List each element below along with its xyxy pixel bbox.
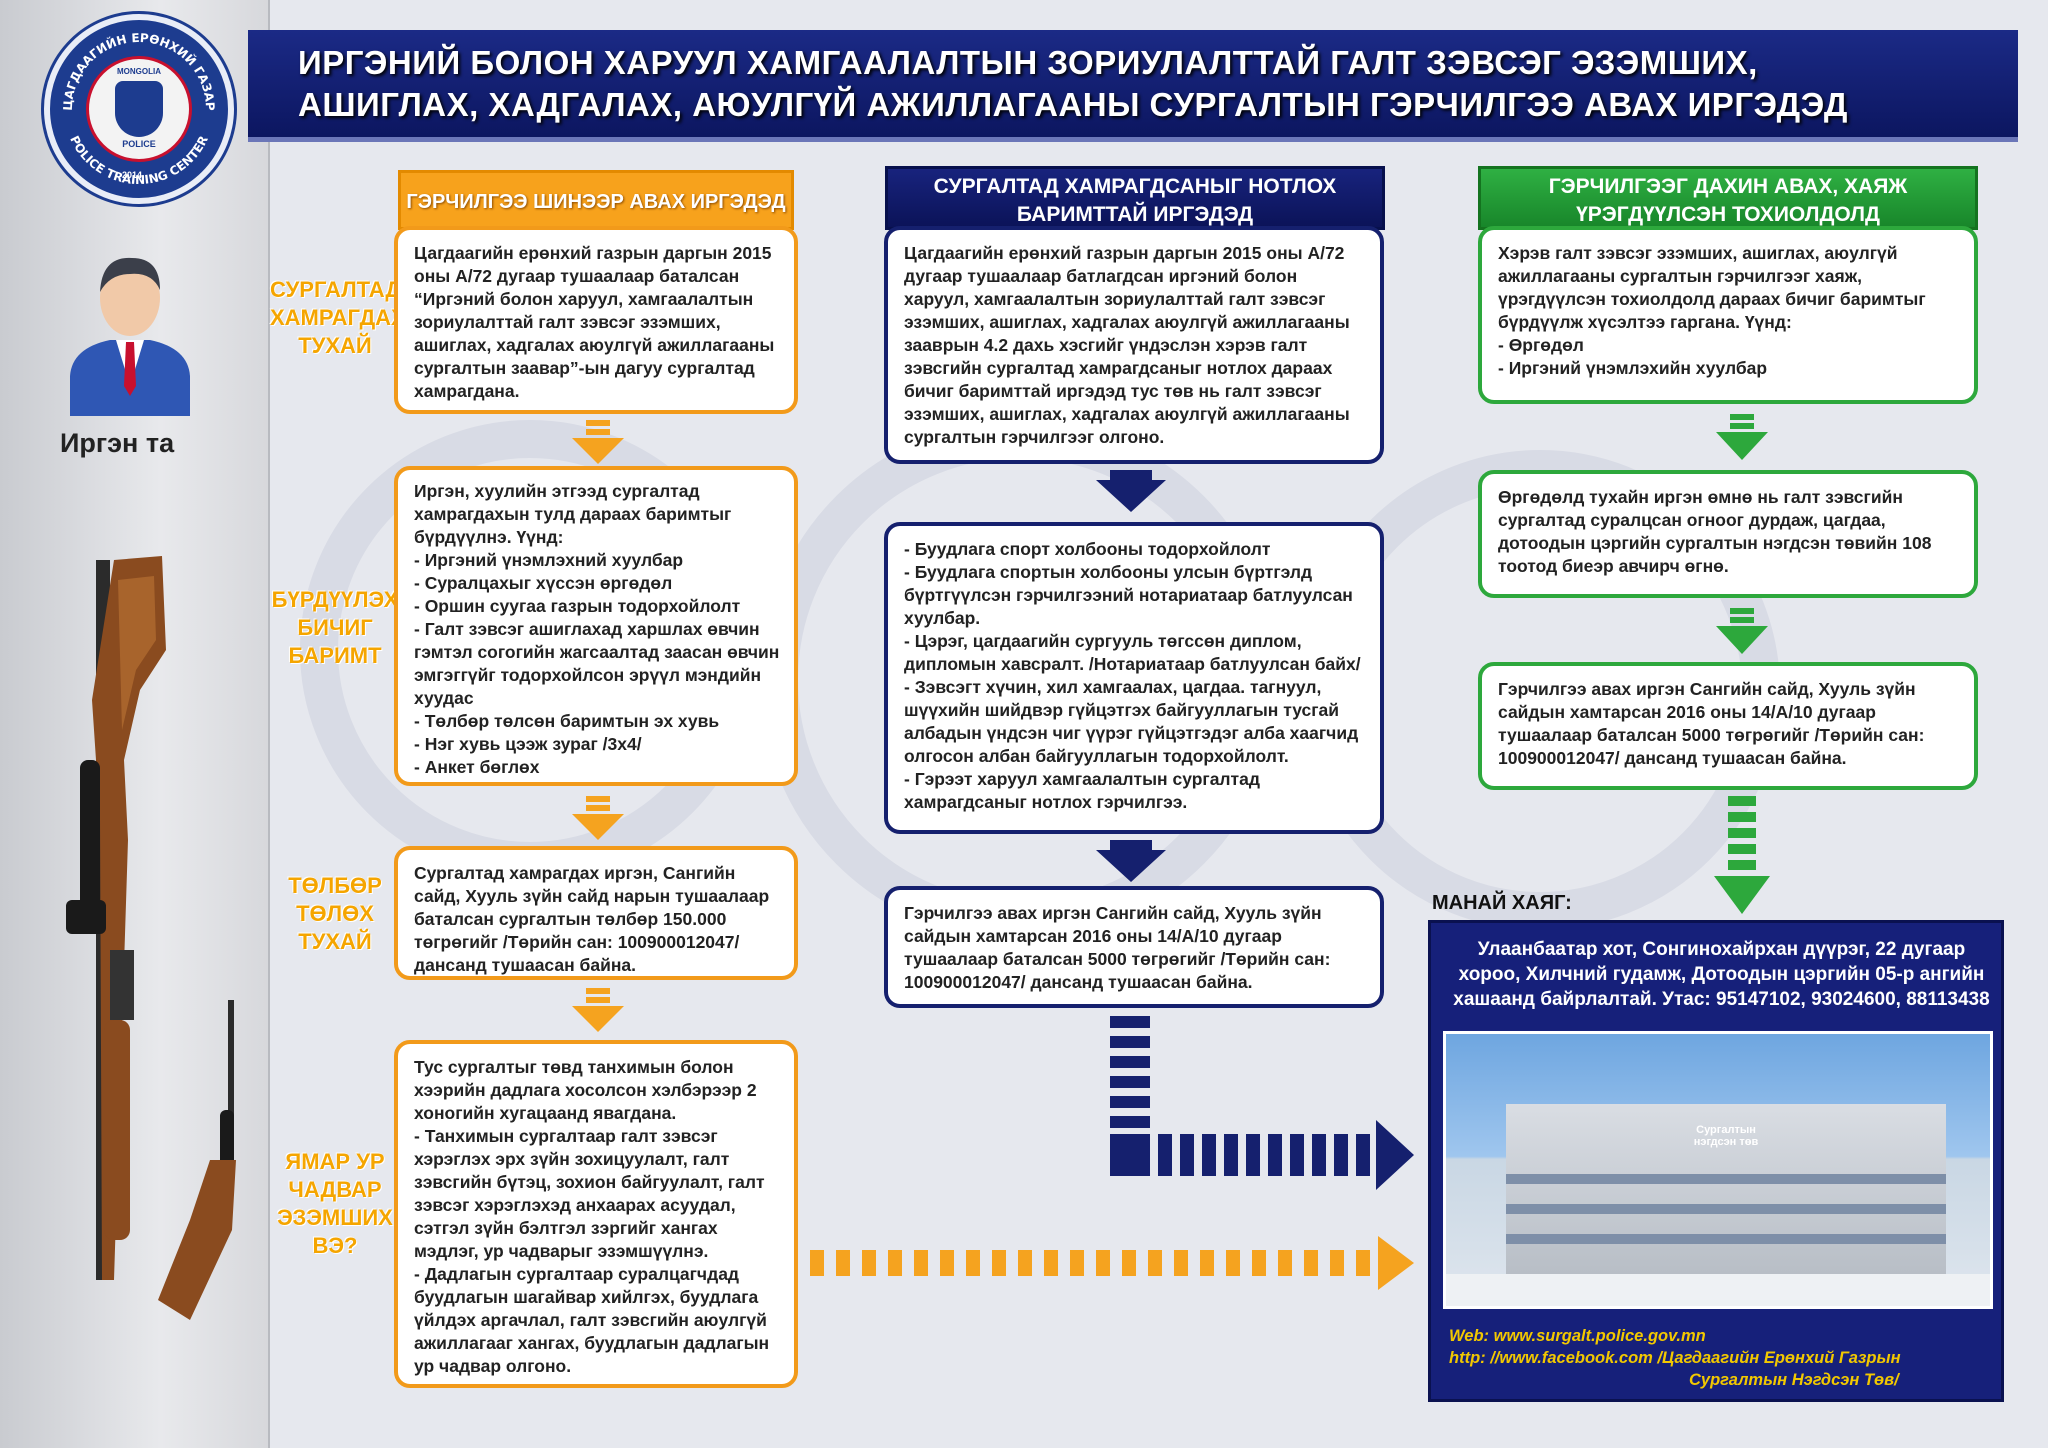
green-request-item: - Өргөдөл — [1498, 335, 1584, 355]
documents-item: - Иргэний үнэмлэхний хуулбар — [414, 550, 684, 570]
documents-item: - Төлбөр төлсөн баримтын эх хувь — [414, 711, 720, 731]
eagle-emblem-icon — [115, 81, 163, 137]
green-payment-text: Гэрчилгээ авах иргэн Сангийн сайд, Хууль… — [1498, 679, 1925, 768]
address-text: Улаанбаатар хот, Сонгинохайрхан дүүрэг, … — [1453, 939, 1990, 1010]
down-arrow-icon — [572, 796, 624, 840]
skills-intro: Тус сургалтыг төвд танхимын болон хээрий… — [414, 1057, 757, 1123]
l-dashed-arrow-navy — [1110, 1016, 1414, 1190]
building-photo: Сургалтын нэгдсэн төв — [1443, 1031, 1993, 1309]
orange-box-training-text: Цагдаагийн ерөнхий газрын даргын 2015 он… — [414, 243, 775, 401]
documents-item: - Анкет бөглөх — [414, 757, 540, 777]
documents-intro: Иргэн, хуулийн этгээд сургалтад хамрагда… — [414, 481, 732, 547]
green-box-submit: Өргөдөлд тухайн иргэн өмнө нь галт зэвсг… — [1478, 470, 1978, 598]
citizen-avatar-icon — [70, 257, 190, 416]
navy-doc-item: - Буудлага спорт холбооны тодорхойлолт — [904, 539, 1271, 559]
header-reissue: ГЭРЧИЛГЭЭГ ДАХИН АВАХ, ХАЯЖ ҮРЭГДҮҮЛСЭН … — [1478, 166, 1978, 230]
right-dashed-arrow-orange — [810, 1236, 1414, 1290]
police-training-center-logo: ЦАГДААГИЙН ЕРӨНХИЙ ГАЗАР POLICE TRAINING… — [44, 14, 234, 204]
building-sign: Сургалтын нэгдсэн төв — [1693, 1124, 1759, 1148]
logo-inner-bottom-text: POLICE — [122, 139, 156, 149]
title-line-2: АШИГЛАХ, ХАДГАЛАХ, АЮУЛГҮЙ АЖИЛЛАГААНЫ С… — [298, 86, 1848, 123]
down-arrow-icon — [572, 988, 624, 1032]
label-payment: ТӨЛБӨР ТӨЛӨХ ТУХАЙ — [288, 873, 382, 954]
documents-item: - Галт зэвсэг ашиглахад харшлах өвчин гэ… — [414, 619, 780, 708]
documents-item: - Нэг хувь цээж зураг /3х4/ — [414, 734, 642, 754]
navy-box-payment: Гэрчилгээ авах иргэн Сангийн сайд, Хууль… — [884, 886, 1384, 1008]
logo-inner-top-text: MONGOLIA — [117, 67, 161, 76]
citizen-label: Иргэн та — [60, 428, 175, 458]
website-link[interactable]: Web: www.surgalt.police.gov.mn — [1449, 1327, 1706, 1345]
page-title: ИРГЭНИЙ БОЛОН ХАРУУЛ ХАМГААЛАЛТЫН ЗОРИУЛ… — [248, 30, 2018, 142]
facebook-link-line2: Сургалтын Нэгдсэн Төв/ — [1689, 1371, 1899, 1389]
rifle-icon — [66, 556, 166, 1280]
down-arrow-icon — [1716, 414, 1768, 460]
navy-payment-text: Гэрчилгээ авах иргэн Сангийн сайд, Хууль… — [904, 903, 1331, 992]
contact-links: Web: www.surgalt.police.gov.mn http: //w… — [1449, 1325, 1999, 1391]
address-box: Улаанбаатар хот, Сонгинохайрхан дүүрэг, … — [1428, 920, 2004, 1402]
down-arrow-icon — [1096, 470, 1166, 512]
label-skills: ЯМАР УР ЧАДВАР ЭЗЭМШИХ ВЭ? — [277, 1149, 393, 1258]
label-training-about: СУРГАЛТАД ХАМРАГДАХ ТУХАЙ — [270, 277, 406, 358]
address-label: МАНАЙ ХАЯГ: — [1432, 892, 1572, 914]
navy-box-intro: Цагдаагийн ерөнхий газрын даргын 2015 он… — [884, 226, 1384, 464]
header-proof-holders: СУРГАЛТАД ХАМРАГДСАНЫГ НОТЛОХ БАРИМТТАЙ … — [885, 166, 1385, 230]
navy-doc-item: - Гэрээт харуул хамгаалалтын сургалтад х… — [904, 769, 1260, 812]
green-submit-text: Өргөдөлд тухайн иргэн өмнө нь галт зэвсг… — [1498, 487, 1932, 576]
navy-doc-item: - Цэрэг, цагдаагийн сургууль төгссөн дип… — [904, 631, 1361, 674]
navy-doc-item: - Зэвсэгт хүчин, хил хамгаалах, цагдаа. … — [904, 677, 1359, 766]
building-image: Сургалтын нэгдсэн төв — [1506, 1104, 1946, 1274]
logo-year: 2014 — [122, 170, 143, 180]
title-line-1: ИРГЭНИЙ БОЛОН ХАРУУЛ ХАМГААЛАЛТЫН ЗОРИУЛ… — [298, 44, 1758, 81]
orange-box-documents: Иргэн, хуулийн этгээд сургалтад хамрагда… — [394, 466, 798, 786]
down-arrow-icon — [572, 420, 624, 464]
green-request-item: - Иргэний үнэмлэхийн хуулбар — [1498, 358, 1768, 378]
navy-box-documents: - Буудлага спорт холбооны тодорхойлолт -… — [884, 522, 1384, 834]
green-box-request: Хэрэв галт зэвсэг эзэмших, ашиглах, аюул… — [1478, 226, 1978, 404]
orange-box-skills: Тус сургалтыг төвд танхимын болон хээрий… — [394, 1040, 798, 1388]
navy-doc-item: - Буудлага спортын холбооны улсын бүртгэ… — [904, 562, 1353, 628]
facebook-link[interactable]: http: //www.facebook.com /Цагдаагийн Ерө… — [1449, 1349, 1901, 1367]
header-new-certificate: ГЭРЧИЛГЭЭ ШИНЭЭР АВАХ ИРГЭДЭД — [398, 170, 794, 230]
green-request-intro: Хэрэв галт зэвсэг эзэмших, ашиглах, аюул… — [1498, 243, 1926, 332]
rifle-icon — [158, 1000, 236, 1320]
documents-item: - Оршин суугаа газрын тодорхойлолт — [414, 596, 741, 616]
skills-item: - Дадлагын сургалтаар суралцагчдад буудл… — [414, 1264, 770, 1376]
logo-inner-circle: MONGOLIA POLICE — [86, 56, 192, 162]
skills-item: - Танхимын сургалтаар галт зэвсэг хэрэгл… — [414, 1126, 765, 1261]
navy-intro-text: Цагдаагийн ерөнхий газрын даргын 2015 он… — [904, 243, 1350, 447]
down-arrow-icon — [1716, 608, 1768, 654]
down-dashed-arrow-green — [1714, 796, 1770, 914]
down-arrow-icon — [1096, 840, 1166, 882]
label-required-documents: БҮРДҮҮЛЭХ БИЧИГ БАРИМТ — [271, 587, 399, 668]
documents-item: - Суралцахыг хүссэн өргөдөл — [414, 573, 673, 593]
orange-box-payment: Сургалтад хамрагдах иргэн, Сангийн сайд,… — [394, 846, 798, 980]
green-box-payment: Гэрчилгээ авах иргэн Сангийн сайд, Хууль… — [1478, 662, 1978, 790]
payment-text: Сургалтад хамрагдах иргэн, Сангийн сайд,… — [414, 863, 770, 975]
orange-box-training: Цагдаагийн ерөнхий газрын даргын 2015 он… — [394, 226, 798, 414]
